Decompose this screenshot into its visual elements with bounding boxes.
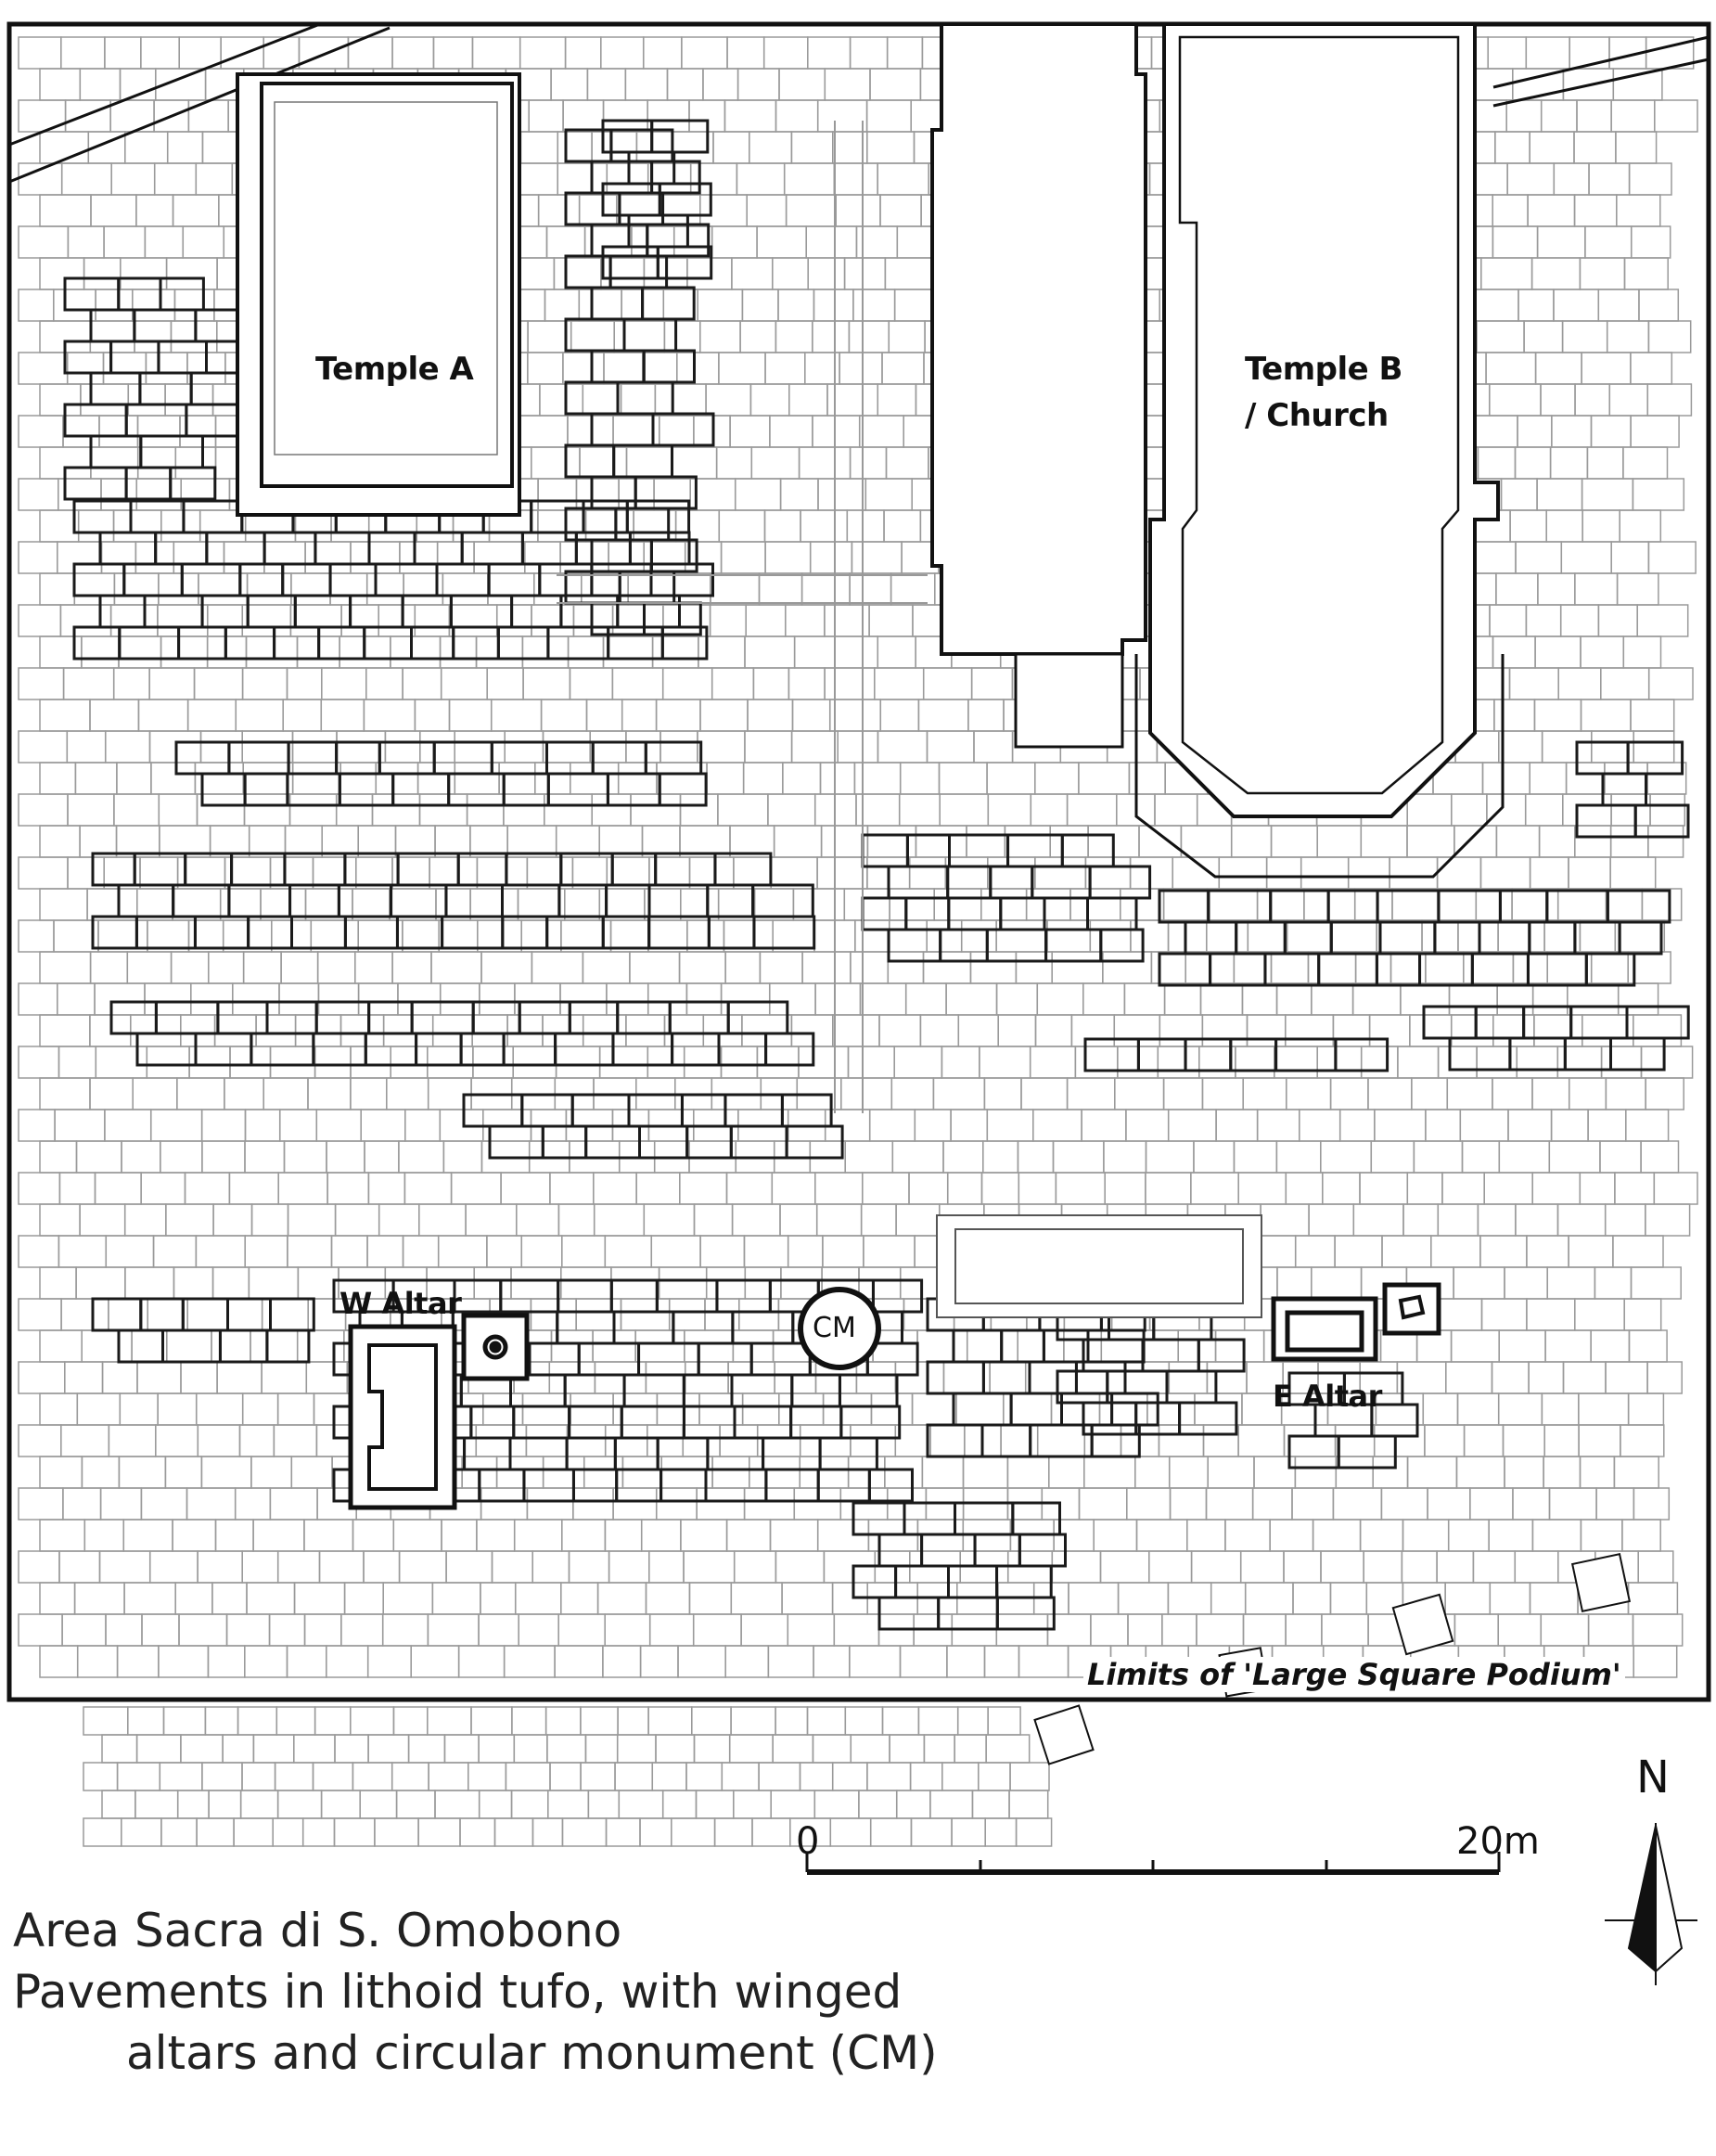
circular-monument bbox=[798, 1287, 881, 1370]
podium-limits bbox=[6, 21, 1711, 1702]
label-w-altar: W Altar bbox=[339, 1286, 462, 1321]
scale-bar bbox=[805, 1852, 1501, 1875]
label-temple-b-line2: / Church bbox=[1245, 397, 1389, 434]
label-temple-b-line1: Temple B bbox=[1245, 351, 1402, 388]
scale-start-label: 0 bbox=[796, 1820, 820, 1863]
caption-line-1: Area Sacra di S. Omobono bbox=[13, 1904, 622, 1957]
label-cm: CM bbox=[813, 1312, 856, 1344]
caption-line-3: altars and circular monument (CM) bbox=[126, 2026, 938, 2080]
label-e-altar: E Altar bbox=[1273, 1379, 1382, 1414]
stair bbox=[1014, 652, 1124, 749]
scale-end-label: 20m bbox=[1456, 1820, 1540, 1863]
caption-line-2: Pavements in lithoid tufo, with winged bbox=[13, 1965, 903, 2019]
map-caption: Area Sacra di S. Omobono Pavements in li… bbox=[13, 1900, 938, 2084]
north-label: N bbox=[1636, 1752, 1670, 1803]
e-altar bbox=[1271, 1282, 1441, 1362]
diagonal-lines bbox=[8, 22, 1710, 184]
temple-b-outline bbox=[1134, 22, 1505, 879]
road-band bbox=[557, 121, 928, 1113]
w-altar bbox=[348, 1313, 530, 1510]
central-basin bbox=[936, 1214, 1262, 1318]
central-building bbox=[930, 22, 1147, 656]
label-temple-a: Temple A bbox=[315, 351, 474, 388]
temple-a-outline bbox=[236, 72, 521, 517]
label-podium-limits: Limits of 'Large Square Podium' bbox=[1083, 1657, 1625, 1692]
north-arrow-icon bbox=[1605, 1823, 1697, 1985]
